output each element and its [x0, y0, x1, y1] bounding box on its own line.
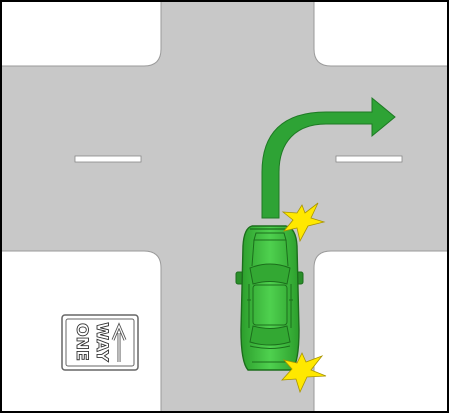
right-turn-arrow-icon [261, 96, 396, 219]
car-icon [235, 225, 304, 371]
one-way-sign-line1: ONE [73, 323, 92, 361]
impact-burst-icon [281, 202, 326, 243]
lane-marking-right [335, 155, 403, 163]
sidewalk-top-right [313, 0, 449, 67]
sidewalk-bottom-right [313, 250, 449, 413]
one-way-sign-icon: ONE WAY [61, 314, 139, 371]
impact-burst-icon [281, 352, 327, 394]
sidewalk-top-left [0, 0, 162, 67]
one-way-sign-line2: WAY [93, 322, 112, 362]
lane-marking-left [74, 155, 142, 163]
